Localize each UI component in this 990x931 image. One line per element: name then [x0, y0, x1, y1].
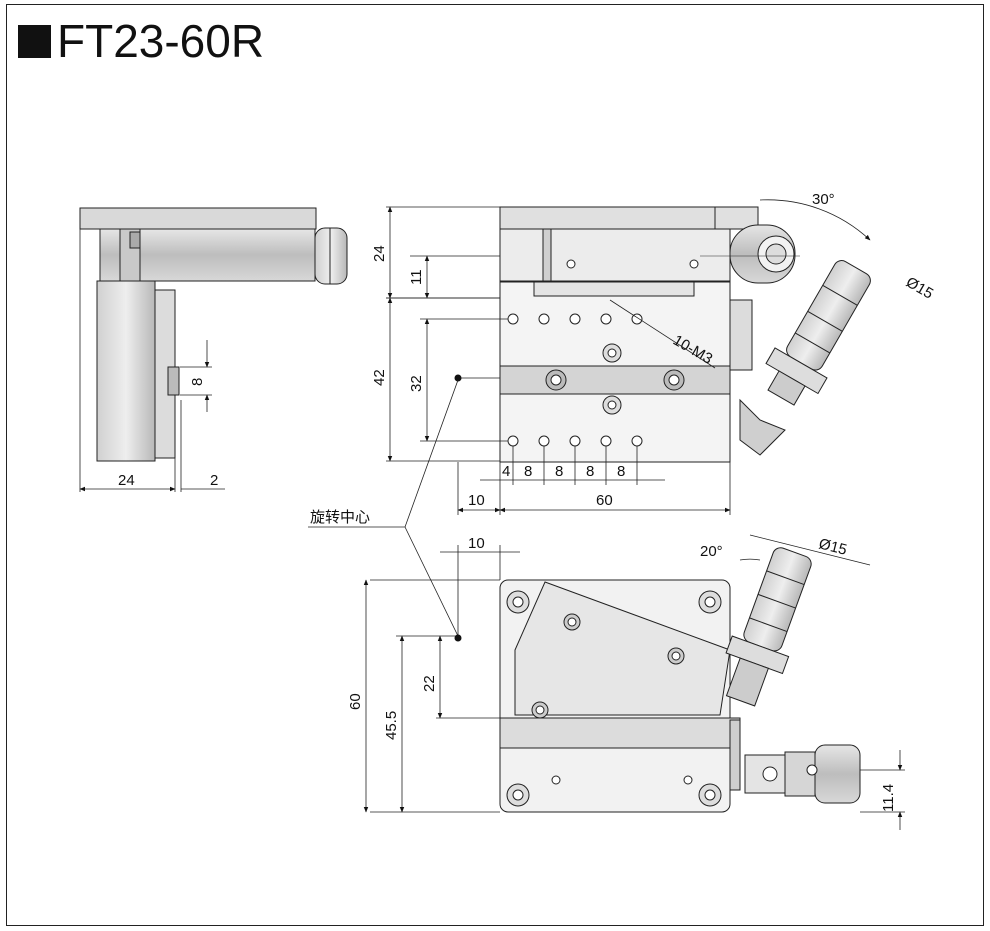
front-dim-height-total: 24 [371, 245, 388, 262]
side-lower-body [96, 280, 156, 462]
bottom-dim-knob-dia: Ø15 [817, 535, 849, 558]
side-knob [314, 227, 348, 285]
side-view [79, 207, 348, 492]
top-view [386, 260, 871, 515]
bottom-rail [499, 717, 741, 749]
top-dim-pitch-1: 8 [524, 463, 532, 480]
bottom-dim-knob-height: 11.4 [880, 784, 897, 812]
rotation-center-leader [308, 379, 459, 637]
bottom-dim-angle: 20° [700, 543, 723, 560]
front-top-plate [499, 206, 759, 230]
front-dim-height-lower: 11 [408, 269, 425, 285]
bottom-dim-center-height: 45.5 [383, 711, 400, 740]
side-dim-offset: 2 [210, 472, 218, 489]
rotation-center-marker-top [454, 374, 462, 382]
title-text: FT23-60R [57, 15, 265, 67]
top-rail [499, 365, 731, 395]
top-dim-width: 60 [596, 492, 613, 509]
top-dim-pitch-3: 8 [586, 463, 594, 480]
top-dim-pitch-4: 8 [617, 463, 625, 480]
top-holes-row1 [507, 313, 643, 325]
bottom-side-knob [744, 744, 861, 804]
side-small-knob [167, 366, 180, 396]
front-dim-angle: 30° [812, 191, 835, 208]
rotation-center-label: 旋转中心 [310, 508, 370, 526]
bottom-dim-offset: 10 [468, 535, 485, 552]
bottom-view [363, 534, 905, 830]
top-dim-height: 42 [371, 369, 388, 386]
front-body [499, 228, 731, 282]
side-dim-width: 24 [118, 472, 135, 489]
side-dim-knob: 8 [189, 378, 206, 386]
title-square-icon [18, 24, 51, 58]
top-dim-pitch-2: 8 [555, 463, 563, 480]
top-holes-row2 [507, 435, 643, 447]
side-top-plate [79, 207, 317, 230]
top-knob [765, 260, 871, 406]
top-dim-hole-span: 32 [408, 375, 425, 392]
top-dim-offset: 10 [468, 492, 485, 509]
rotation-center-marker-bottom [454, 634, 462, 642]
top-dim-pitch-first: 4 [502, 463, 510, 480]
bottom-dim-height: 60 [347, 693, 364, 710]
bottom-dim-center-offset: 22 [421, 675, 438, 692]
front-dim-knob-dia: Ø15 [903, 274, 936, 303]
page-title: FT23-60R [18, 16, 264, 66]
drawing-frame [6, 4, 984, 926]
front-view [386, 199, 871, 299]
bottom-knob [725, 547, 812, 707]
